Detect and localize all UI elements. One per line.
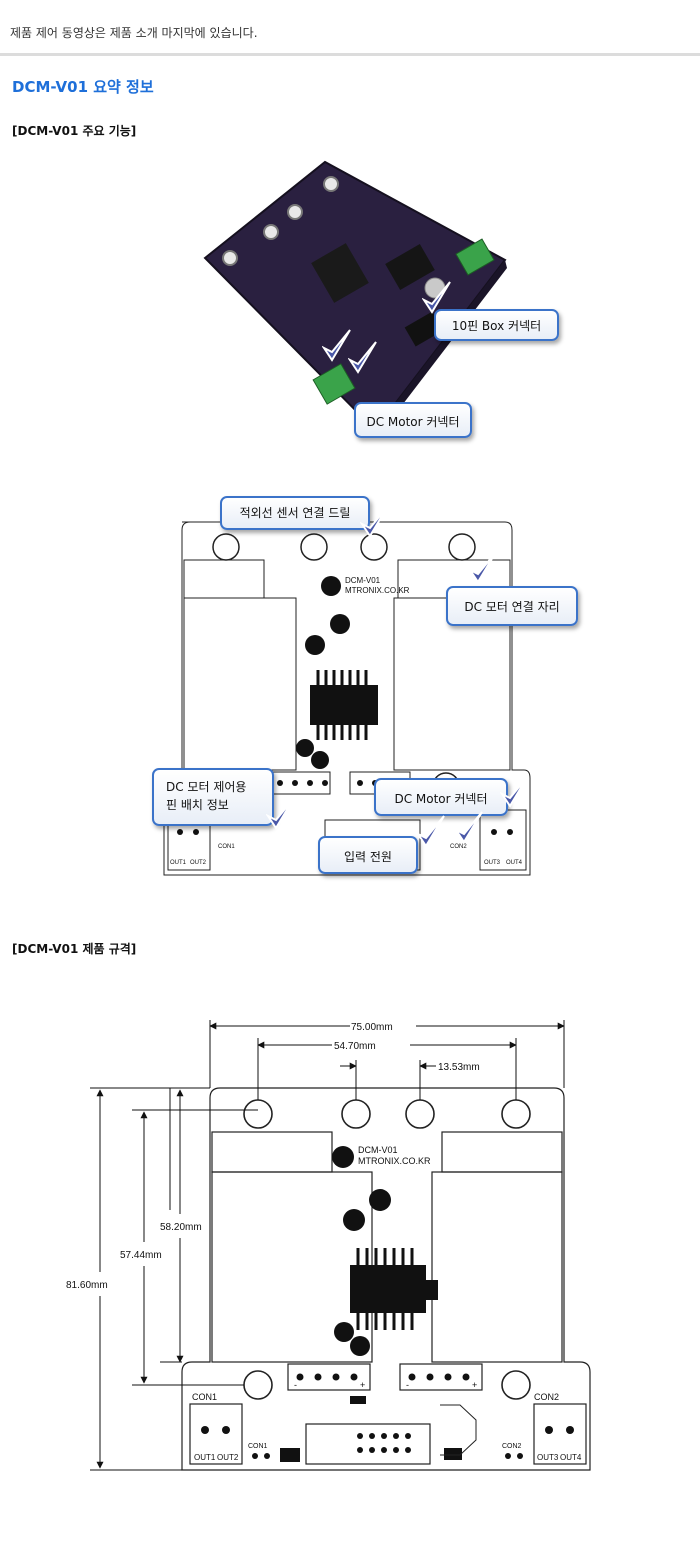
check-icon <box>416 815 445 848</box>
dim-hole-span: 54.70mm <box>334 1041 376 1052</box>
callout-power-input: 입력 전원 <box>318 836 418 874</box>
drawing-con1: CON1 <box>192 1392 217 1402</box>
drawing-con2-small: CON2 <box>502 1443 522 1450</box>
callout-dc-motor-mount-label: DC 모터 연결 자리 <box>464 600 560 614</box>
features-heading: [DCM-V01 주요 기능] <box>12 124 137 138</box>
drawing-out1: OUT1 <box>194 1453 216 1462</box>
section-title: DCM-V01 요약 정보 <box>12 78 154 96</box>
drawing-con1-small: CON1 <box>248 1443 268 1450</box>
check-icon <box>348 341 377 374</box>
callout-dc-motor-connector-photo-label: DC Motor 커넥터 <box>366 415 460 429</box>
product-photo <box>203 160 507 438</box>
check-icon <box>360 505 389 538</box>
check-icon <box>322 329 351 362</box>
drawing-minus-left: - <box>294 1380 297 1390</box>
callout-pin-info-line1: DC 모터 제어용 <box>166 780 247 794</box>
callout-ir-sensor-hole-label: 적외선 센서 연결 드릴 <box>239 506 351 520</box>
notice-bar: 제품 제어 동영상은 제품 소개 마지막에 있습니다. <box>0 0 700 56</box>
layout-out1: OUT1 <box>170 860 187 866</box>
drawing-out2: OUT2 <box>217 1453 239 1462</box>
callout-power-input-label: 입력 전원 <box>344 850 392 864</box>
drawing-plus-right: + <box>472 1380 477 1390</box>
check-icon <box>454 811 483 844</box>
notice-text: 제품 제어 동영상은 제품 소개 마지막에 있습니다. <box>10 26 258 40</box>
dim-height-mid: 58.20mm <box>160 1222 202 1233</box>
check-icon <box>266 797 295 830</box>
dim-width-total: 75.00mm <box>351 1022 393 1033</box>
drawing-plus-left: + <box>360 1380 365 1390</box>
callout-pin-info: DC 모터 제어용 핀 배치 정보 <box>152 768 274 826</box>
callout-dc-motor-mount: DC 모터 연결 자리 <box>446 586 578 626</box>
layout-con2: CON2 <box>450 844 467 850</box>
callout-ir-sensor-hole: 적외선 센서 연결 드릴 <box>220 496 370 530</box>
specs-heading: [DCM-V01 제품 규격] <box>12 942 137 956</box>
check-icon <box>468 551 497 584</box>
drawing-out4: OUT4 <box>560 1453 582 1462</box>
callout-box-connector-label: 10핀 Box 커넥터 <box>451 319 542 333</box>
board-logo-model: DCM-V01 <box>345 576 381 585</box>
callout-dc-motor-connector-layout: DC Motor 커넥터 <box>374 778 508 816</box>
dimension-drawing: DCM-V01 MTRONIX.CO.KR - + - + CON1 CON2 … <box>66 1020 591 1471</box>
drawing-con2: CON2 <box>534 1392 559 1402</box>
layout-out3: OUT3 <box>484 860 501 866</box>
callout-dc-motor-connector-layout-label: DC Motor 커넥터 <box>394 792 488 806</box>
check-icon <box>422 281 451 314</box>
dim-hole-gap: 13.53mm <box>438 1062 480 1073</box>
dim-height-inner: 57.44mm <box>120 1250 162 1261</box>
drawing-logo-site: MTRONIX.CO.KR <box>358 1156 431 1166</box>
callout-pin-info-line2: 핀 배치 정보 <box>166 798 229 812</box>
layout-con1: CON1 <box>218 844 235 850</box>
callout-box-connector: 10핀 Box 커넥터 <box>434 309 559 341</box>
drawing-logo-model: DCM-V01 <box>358 1145 398 1155</box>
dim-height-total: 81.60mm <box>66 1280 108 1291</box>
check-icon <box>500 775 529 808</box>
board-logo-site: MTRONIX.CO.KR <box>345 586 410 595</box>
layout-out4: OUT4 <box>506 860 523 866</box>
callout-dc-motor-connector-photo: DC Motor 커넥터 <box>354 402 472 438</box>
board-layout-diagram: DCM-V01 MTRONIX.CO.KR OUT1 OUT2 OUT3 OUT… <box>163 521 531 876</box>
layout-out2: OUT2 <box>190 860 207 866</box>
drawing-minus-right: - <box>406 1380 409 1390</box>
drawing-out3: OUT3 <box>537 1453 559 1462</box>
